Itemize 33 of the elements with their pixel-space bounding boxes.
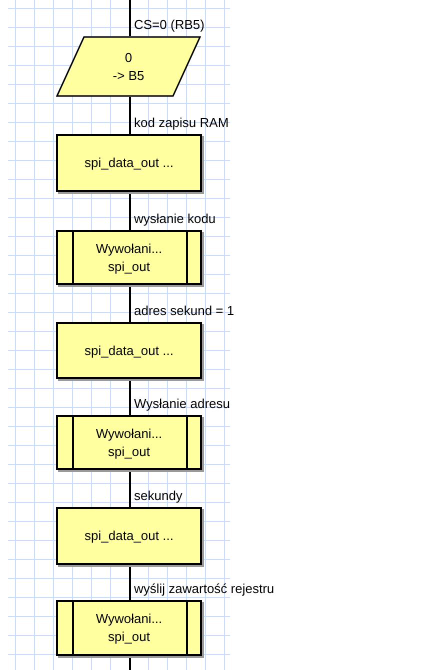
node-text: -> B5 bbox=[112, 66, 144, 84]
connector-line bbox=[129, 656, 131, 670]
edge-label: sekundy bbox=[134, 488, 182, 504]
edge-label: Wysłanie adresu bbox=[134, 396, 230, 412]
connector-line bbox=[129, 97, 131, 134]
node-text: Wywołani... bbox=[96, 240, 162, 258]
output-parallelogram bbox=[56, 36, 201, 97]
node-text: spi_out bbox=[108, 258, 150, 276]
connector-line bbox=[129, 470, 131, 507]
connector-line bbox=[129, 0, 131, 36]
connector-line bbox=[129, 379, 131, 415]
edge-label: kod zapisu RAM bbox=[134, 115, 229, 131]
edge-label: wyślij zawartość rejestru bbox=[134, 581, 274, 597]
macro-call-box bbox=[56, 230, 202, 285]
node-text: spi_out bbox=[108, 628, 150, 646]
node-text: spi_data_out ... bbox=[84, 154, 174, 172]
connector-line bbox=[129, 192, 131, 230]
calculation-box bbox=[56, 322, 202, 379]
macro-call-box bbox=[56, 415, 202, 470]
connector-line bbox=[129, 565, 131, 600]
calculation-box bbox=[56, 134, 202, 192]
node-text: Wywołani... bbox=[96, 424, 162, 442]
node-text: 0 bbox=[124, 48, 132, 66]
node-text: spi_data_out ... bbox=[84, 527, 174, 545]
node-text: Wywołani... bbox=[96, 610, 162, 628]
calculation-box bbox=[56, 507, 202, 565]
macro-call-box bbox=[56, 600, 202, 656]
edge-label: wysłanie kodu bbox=[134, 211, 216, 227]
node-text: spi_data_out ... bbox=[84, 342, 174, 360]
node-text: spi_out bbox=[108, 442, 150, 460]
edge-label: CS=0 (RB5) bbox=[134, 17, 204, 33]
edge-label: adres sekund = 1 bbox=[134, 303, 234, 319]
connector-line bbox=[129, 285, 131, 322]
